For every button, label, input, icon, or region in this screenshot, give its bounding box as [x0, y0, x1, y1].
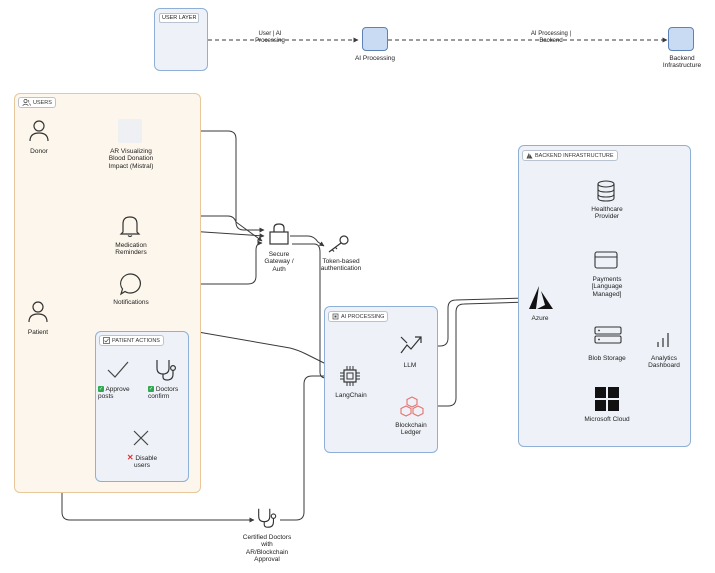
donor-person-icon	[29, 120, 49, 142]
microsoft-cloud-label: Microsoft Cloud	[584, 416, 630, 423]
patient-actions-label: PATIENT ACTIONS	[112, 337, 160, 344]
doctors-confirm-text: Doctors confirm	[148, 386, 179, 401]
disable-users-text: Disable users	[134, 455, 158, 470]
stethoscope-icon	[156, 360, 177, 381]
legend-backend-node	[668, 27, 694, 51]
database-icon	[597, 180, 615, 202]
legend-edge-2-label: AI Processing | Backend	[530, 31, 572, 44]
edge-azure-blockchain	[423, 301, 529, 409]
analytics-icon	[657, 333, 669, 347]
legend-ai-processing-label: AI Processing	[354, 55, 396, 62]
disable-users-label: ✕ Disable users	[121, 454, 163, 470]
blockchain-icon	[400, 396, 424, 417]
legend-user-layer-box: USER LAYER	[154, 8, 208, 71]
red-x-icon: ✕	[126, 453, 134, 462]
legend-ai-processing-node	[362, 27, 388, 51]
patient-label: Patient	[27, 329, 49, 336]
users-group-title: USERS	[18, 97, 56, 108]
legend-user-layer-label: USER LAYER	[159, 13, 200, 23]
green-check-icon: ✓	[98, 386, 104, 393]
checkbox-icon	[103, 337, 110, 344]
legend-backend-label: Backend Infrastructure	[662, 55, 702, 70]
users-group-label: USERS	[33, 99, 52, 106]
azure-small-icon	[526, 152, 533, 159]
ai-processing-title: AI PROCESSING	[328, 311, 389, 322]
x-icon	[133, 430, 149, 446]
patient-person-icon	[28, 301, 48, 323]
cpu-chip-icon	[340, 366, 360, 386]
llm-icon	[400, 336, 422, 354]
langchain-label: LangChain	[335, 392, 367, 399]
edge-ar-gateway	[142, 130, 265, 233]
healthcare-label: Healthcare Provider	[591, 206, 623, 221]
ar-visual-label: AR Visualizing Blood Donation Impact (Mi…	[108, 148, 154, 170]
certified-stethoscope-icon	[258, 508, 277, 528]
medication-reminders-label: Medication Reminders	[115, 242, 147, 257]
chat-bubble-icon	[119, 273, 141, 296]
notifications-label: Notifications	[113, 299, 149, 306]
patient-actions-group	[95, 331, 189, 482]
backend-label: BACKEND INFRASTRUCTURE	[535, 152, 614, 159]
edge-gateway-token	[290, 235, 325, 247]
donor-label: Donor	[30, 148, 48, 155]
lock-icon	[269, 223, 289, 245]
llm-label: LLM	[403, 362, 417, 369]
payments-label: Payments [Language Managed]	[591, 276, 623, 298]
approve-posts-label: ✓ Approve posts	[98, 386, 134, 401]
bell-icon	[119, 216, 141, 238]
ai-processing-label: AI PROCESSING	[341, 313, 385, 320]
azure-icon	[529, 286, 553, 309]
edge-gateway-langchain	[292, 243, 339, 381]
blockchain-label: Blockchain Ledger	[395, 422, 427, 437]
gateway-label: Secure Gateway / Auth	[264, 251, 294, 273]
certified-doctors-label: Certified Doctors with AR/Blockchain App…	[242, 534, 292, 564]
patient-actions-title: PATIENT ACTIONS	[99, 335, 164, 346]
users-icon	[22, 99, 31, 106]
payments-icon	[594, 251, 618, 269]
approve-posts-text: Approve posts	[98, 386, 130, 401]
azure-label: Azure	[531, 315, 549, 322]
legend-edge-1-label: User | AI Processing	[255, 31, 285, 44]
analytics-label: Analytics Dashboard	[648, 355, 680, 370]
doctors-confirm-label: ✓ Doctors confirm	[148, 386, 188, 401]
checkmark-icon	[107, 361, 129, 378]
edge-certified-langchain	[280, 373, 339, 521]
ar-visual-image	[118, 119, 142, 143]
blob-storage-label: Blob Storage	[588, 355, 626, 362]
green-check-icon-2: ✓	[148, 386, 154, 393]
key-icon	[328, 235, 349, 253]
cpu-small-icon	[332, 313, 339, 320]
token-label: Token-based authentication	[320, 258, 362, 273]
blob-storage-icon	[594, 326, 622, 344]
edge-llm-azure	[424, 295, 527, 347]
microsoft-cloud-icon	[595, 387, 619, 411]
edge-notifications-gateway	[143, 240, 263, 285]
backend-title: BACKEND INFRASTRUCTURE	[522, 150, 618, 161]
